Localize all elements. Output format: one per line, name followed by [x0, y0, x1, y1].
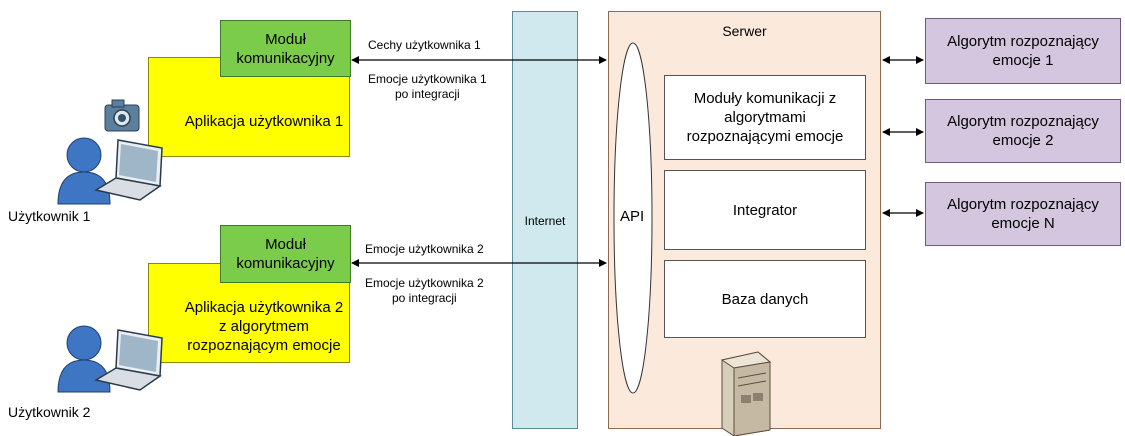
algorithm-box-2: Algorytm rozpoznający emocje 2 [925, 99, 1121, 163]
user-1-label: Użytkownik 1 [8, 208, 91, 224]
algorithm-box-n: Algorytm rozpoznający emocje N [925, 182, 1121, 246]
flow-user2-out: Emocje użytkownika 2 [365, 242, 484, 256]
server-integrator-box: Integrator [664, 170, 866, 250]
internet-column: Internet [512, 11, 578, 429]
server-icon [720, 351, 772, 436]
flow-user2-in: Emocje użytkownika 2 po integracji [365, 276, 484, 305]
user-2-label: Użytkownik 2 [8, 404, 91, 420]
user-1-person-icon [57, 137, 111, 205]
api-ellipse [613, 42, 653, 394]
flow-user1-out: Cechy użytkownika 1 [368, 38, 481, 52]
api-label: API [620, 208, 645, 225]
flow-user1-in: Emocje użytkownika 1 po integracji [368, 72, 487, 101]
algorithm-box-1: Algorytm rozpoznający emocje 1 [925, 18, 1121, 84]
server-title: Serwer [722, 23, 767, 39]
server-database-box: Baza danych [664, 260, 866, 338]
internet-label: Internet [524, 214, 566, 228]
comm-module-1: Moduł komunikacyjny [220, 20, 351, 77]
server-modules-box: Moduły komunikacji z algorytmami rozpozn… [664, 75, 866, 160]
laptop-icon [94, 139, 163, 201]
comm-module-2: Moduł komunikacyjny [220, 225, 351, 283]
laptop-icon [94, 329, 163, 391]
camera-icon [104, 99, 140, 132]
